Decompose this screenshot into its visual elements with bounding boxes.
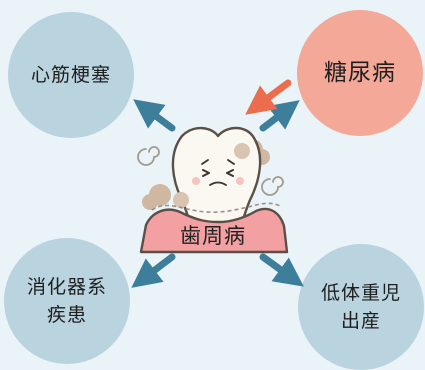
gum-shape <box>139 202 289 254</box>
node-label-line-1: 消化器系 <box>26 276 107 298</box>
arrow-to-top-left <box>133 99 176 132</box>
node-low-birth-weight: 低体重児 出産 <box>298 244 424 370</box>
node-label-line-2: 疾患 <box>46 304 87 326</box>
arrow-to-bottom-right <box>259 253 304 287</box>
node-label: 糖尿病 <box>324 60 396 86</box>
arrow-to-bottom-left <box>131 253 176 288</box>
node-label: 心筋梗塞 <box>30 64 111 86</box>
arrow-from-top-right <box>245 79 292 115</box>
node-myocardial-infarction: 心筋梗塞 <box>8 12 134 138</box>
center-label: 歯周病 <box>180 224 246 248</box>
node-label-line-2: 出産 <box>340 310 381 332</box>
node-digestive-disease: 消化器系 疾患 <box>4 238 130 364</box>
node-label-line-1: 低体重児 <box>320 282 401 304</box>
node-diabetes: 糖尿病 <box>297 10 423 136</box>
arrow-to-top-right <box>259 100 300 132</box>
